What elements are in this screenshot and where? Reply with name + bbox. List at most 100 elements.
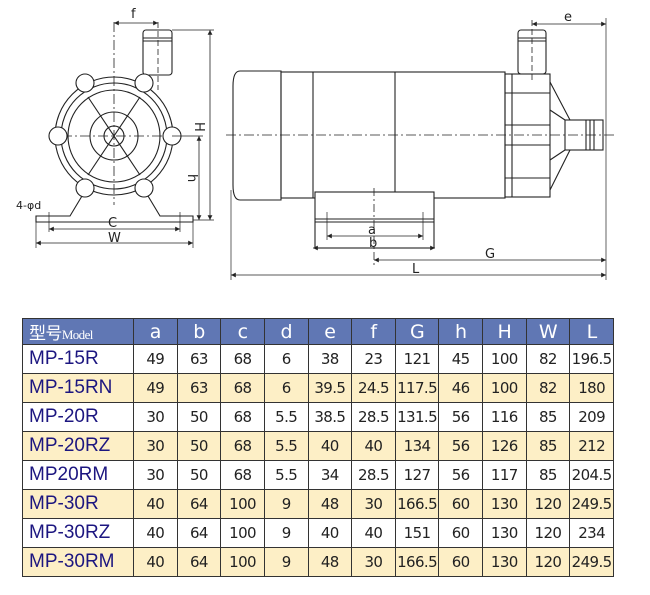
dimension-cell-f: 28.5 <box>351 460 396 490</box>
dimension-cell-f: 28.5 <box>351 402 396 432</box>
side-view-labels: e a b G L <box>368 10 572 277</box>
dimension-cell-e: 38.5 <box>307 402 353 432</box>
dimension-cell-G: 127 <box>394 460 440 490</box>
dimension-cell-b: 64 <box>176 489 222 519</box>
dimension-cell-H: 130 <box>482 489 527 519</box>
dimension-cell-c: 68 <box>220 460 265 490</box>
dimension-cell-d: 5.5 <box>263 460 309 490</box>
dimension-cell-f: 23 <box>351 344 396 374</box>
dimension-cell-d: 6 <box>263 373 309 403</box>
dimension-cell-h: 56 <box>438 431 483 461</box>
dimension-cell-c: 68 <box>220 373 265 403</box>
dimension-cell-a: 30 <box>133 460 178 490</box>
dim-label-H: H <box>191 122 206 132</box>
dimension-cell-a: 49 <box>133 344 178 374</box>
dimension-cell-h: 56 <box>438 402 483 432</box>
dimension-cell-G: 166.5 <box>394 547 440 577</box>
dimension-cell-e: 39.5 <box>307 373 353 403</box>
dimension-cell-L: 249.5 <box>569 547 614 577</box>
dimension-cell-L: 234 <box>569 518 614 548</box>
dimension-cell-h: 56 <box>438 460 483 490</box>
model-cell: MP-20RZ <box>22 431 134 461</box>
model-cell: MP-30RZ <box>22 518 134 548</box>
model-header-en: Model <box>61 327 94 342</box>
dimension-cell-G: 151 <box>394 518 440 548</box>
dimension-cell-h: 46 <box>438 373 483 403</box>
column-header-H: H <box>482 318 527 345</box>
dimension-cell-c: 100 <box>220 518 265 548</box>
dimension-cell-b: 50 <box>176 460 222 490</box>
dimension-cell-L: 204.5 <box>569 460 614 490</box>
dimension-cell-b: 64 <box>176 547 222 577</box>
model-cell: MP-15R <box>22 344 134 374</box>
dimension-cell-f: 24.5 <box>351 373 396 403</box>
dim-label-e: e <box>564 10 572 25</box>
dim-label-C: C <box>108 216 117 231</box>
dimension-cell-L: 196.5 <box>569 344 614 374</box>
dimension-cell-a: 30 <box>133 431 178 461</box>
dimension-cell-b: 50 <box>176 402 222 432</box>
dimension-cell-d: 9 <box>263 489 309 519</box>
dimension-cell-H: 100 <box>482 373 527 403</box>
dimension-cell-c: 68 <box>220 431 265 461</box>
dimension-cell-f: 30 <box>351 547 396 577</box>
dimension-cell-H: 130 <box>482 547 527 577</box>
dimension-cell-f: 40 <box>351 431 396 461</box>
dim-label-b: b <box>369 236 377 251</box>
dimension-cell-W: 85 <box>525 431 571 461</box>
dimension-cell-e: 40 <box>307 431 353 461</box>
column-header-L: L <box>569 318 614 345</box>
column-header-b: b <box>176 318 222 345</box>
dim-label-d: 4-φd <box>16 199 41 212</box>
dimension-cell-W: 85 <box>525 460 571 490</box>
dimension-cell-e: 48 <box>307 547 353 577</box>
column-header-G: G <box>394 318 440 345</box>
dimension-cell-W: 85 <box>525 402 571 432</box>
dimension-cell-G: 134 <box>394 431 440 461</box>
dimension-cell-c: 68 <box>220 344 265 374</box>
dimension-cell-b: 63 <box>176 344 222 374</box>
dimension-cell-H: 130 <box>482 518 527 548</box>
model-column-header: 型号Model <box>22 318 134 345</box>
dimension-cell-L: 249.5 <box>569 489 614 519</box>
dimension-cell-c: 100 <box>220 489 265 519</box>
dimension-cell-W: 82 <box>525 344 571 374</box>
dimension-cell-W: 120 <box>525 518 571 548</box>
model-cell: MP-15RN <box>22 373 134 403</box>
dimension-cell-G: 131.5 <box>394 402 440 432</box>
dimension-cell-h: 45 <box>438 344 483 374</box>
column-header-h: h <box>438 318 483 345</box>
dimension-cell-a: 49 <box>133 373 178 403</box>
dim-label-a: a <box>368 223 376 238</box>
dimension-cell-d: 6 <box>263 344 309 374</box>
column-header-c: c <box>220 318 265 345</box>
dimension-cell-b: 63 <box>176 373 222 403</box>
model-header-cn: 型号 <box>29 324 62 344</box>
dimension-cell-f: 40 <box>351 518 396 548</box>
front-view <box>35 20 214 248</box>
dim-label-L: L <box>412 262 420 277</box>
dimension-cell-H: 116 <box>482 402 527 432</box>
dimension-cell-L: 180 <box>569 373 614 403</box>
column-header-e: e <box>307 318 353 345</box>
dimension-cell-H: 117 <box>482 460 527 490</box>
dimension-cell-f: 30 <box>351 489 396 519</box>
dimension-cell-a: 40 <box>133 547 178 577</box>
dimension-cell-e: 48 <box>307 489 353 519</box>
dimension-cell-W: 82 <box>525 373 571 403</box>
front-view-labels: f H h 4-φd C W <box>16 7 206 246</box>
dim-label-f: f <box>131 7 136 22</box>
dimension-cell-d: 5.5 <box>263 431 309 461</box>
dimension-cell-h: 60 <box>438 518 483 548</box>
dimension-cell-b: 64 <box>176 518 222 548</box>
dimension-cell-W: 120 <box>525 547 571 577</box>
dimension-cell-a: 40 <box>133 489 178 519</box>
